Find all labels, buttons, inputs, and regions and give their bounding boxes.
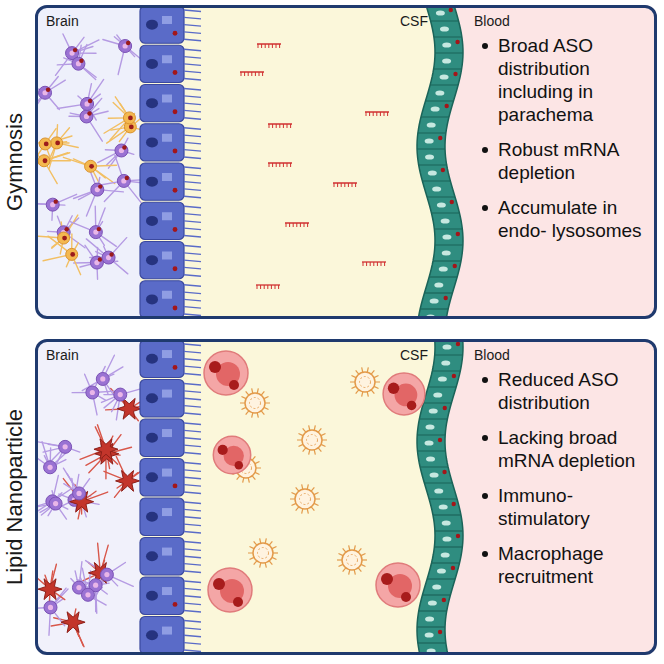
lipid-nanoparticle bbox=[240, 388, 270, 417]
bullet-panel: BloodBroad ASO distribution including in… bbox=[474, 12, 654, 242]
bullet-text: Accumulate in endo- lysosomes bbox=[498, 196, 654, 242]
bullet-panel: BloodReduced ASO distributionLacking bro… bbox=[474, 346, 654, 588]
panel-heading: Gymnosis bbox=[2, 113, 28, 211]
bullet-dot bbox=[482, 43, 488, 49]
bullet-text: Immuno- stimulatory bbox=[498, 484, 654, 530]
macrophage bbox=[208, 568, 252, 612]
region-label: CSF bbox=[400, 346, 460, 364]
bullet-item: Immuno- stimulatory bbox=[474, 484, 654, 530]
bullet-item: Accumulate in endo- lysosomes bbox=[474, 196, 654, 242]
panel-box: Brain CSF BloodReduced ASO distributionLac… bbox=[35, 339, 657, 655]
region-box: CSF bbox=[400, 12, 460, 30]
macrophage bbox=[213, 436, 250, 473]
bullet-dot bbox=[482, 493, 488, 499]
region-box: CSF bbox=[400, 346, 460, 364]
aso-molecule bbox=[362, 262, 386, 266]
bullet-item: Robust mRNA depletion bbox=[474, 138, 654, 184]
choroid-plexus bbox=[417, 5, 463, 319]
bullet-dot bbox=[482, 147, 488, 153]
lipid-nanoparticle bbox=[337, 545, 367, 574]
aso-molecule bbox=[256, 285, 280, 289]
aso-molecule bbox=[268, 124, 292, 128]
bullet-text: Robust mRNA depletion bbox=[498, 138, 654, 184]
csf-ground bbox=[140, 5, 449, 319]
aso-molecule bbox=[365, 112, 389, 116]
panel-illustration bbox=[35, 5, 657, 319]
region-box: Brain bbox=[46, 12, 136, 30]
aso-molecule bbox=[268, 163, 292, 167]
region-label: Brain bbox=[46, 346, 136, 364]
csf-ground bbox=[140, 339, 449, 655]
macrophage bbox=[376, 563, 420, 607]
lipid-nanoparticle bbox=[350, 367, 380, 396]
aso-molecule bbox=[257, 44, 281, 48]
lipid-nanoparticle bbox=[297, 425, 327, 454]
bullet-text: Reduced ASO distribution bbox=[498, 368, 654, 414]
bullet-text: Lacking broad mRNA depletion bbox=[498, 426, 654, 472]
bullet-dot bbox=[482, 205, 488, 211]
macrophage bbox=[383, 373, 425, 415]
bullet-text: Broad ASO distribution including in para… bbox=[498, 34, 654, 126]
bullet-item: Broad ASO distribution including in para… bbox=[474, 34, 654, 126]
bullet-dot bbox=[482, 435, 488, 441]
aso-molecule bbox=[285, 223, 309, 227]
brain-ground bbox=[35, 5, 140, 319]
lipid-nanoparticle bbox=[290, 484, 320, 513]
bullet-text: Macrophage recruitment bbox=[498, 542, 654, 588]
region-label: Blood bbox=[474, 12, 654, 30]
brain-ground bbox=[35, 339, 140, 655]
bullet-item: Macrophage recruitment bbox=[474, 542, 654, 588]
panel-heading: Lipid Nanoparticle bbox=[2, 409, 28, 585]
aso-molecule bbox=[240, 72, 264, 76]
region-label: Blood bbox=[474, 346, 654, 364]
bullet-dot bbox=[482, 551, 488, 557]
macrophage bbox=[204, 351, 248, 395]
region-label: Brain bbox=[46, 12, 136, 30]
bullet-dot bbox=[482, 377, 488, 383]
aso-molecule bbox=[333, 183, 357, 187]
lipid-nanoparticle bbox=[248, 538, 278, 567]
bullet-item: Lacking broad mRNA depletion bbox=[474, 426, 654, 472]
region-box: Brain bbox=[46, 346, 136, 364]
panel-illustration bbox=[35, 339, 657, 655]
panel-box: Brain CSF BloodBroad ASO distribution incl… bbox=[35, 5, 657, 319]
region-label: CSF bbox=[400, 12, 460, 30]
bullet-item: Reduced ASO distribution bbox=[474, 368, 654, 414]
